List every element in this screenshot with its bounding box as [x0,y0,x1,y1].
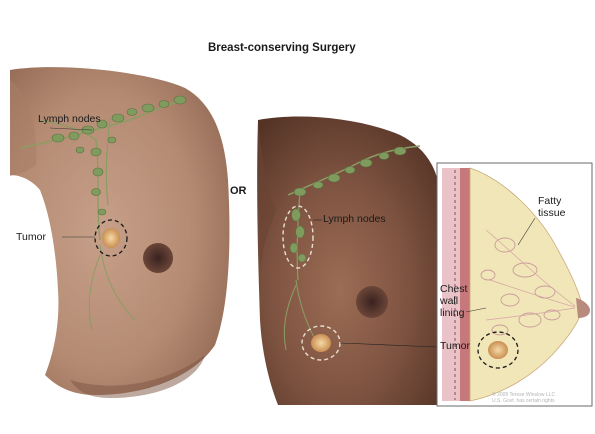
fatty-tissue-label: Fatty tissue [538,195,565,219]
or-separator: OR [230,185,247,197]
left-tumor-label: Tumor [16,231,46,243]
right-lymph-nodes-label: Lymph nodes [323,213,386,225]
right-breast-figure [257,116,440,405]
left-lymph-nodes-label: Lymph nodes [38,113,101,125]
chest-wall-lining-label: Chest wall lining [440,283,467,319]
figure-title: Breast-conserving Surgery [208,42,356,54]
inset-tumor-label: Tumor [440,340,470,352]
copyright-credit: © 2009 Terese Winslow LLC U.S. Govt. has… [492,392,555,404]
